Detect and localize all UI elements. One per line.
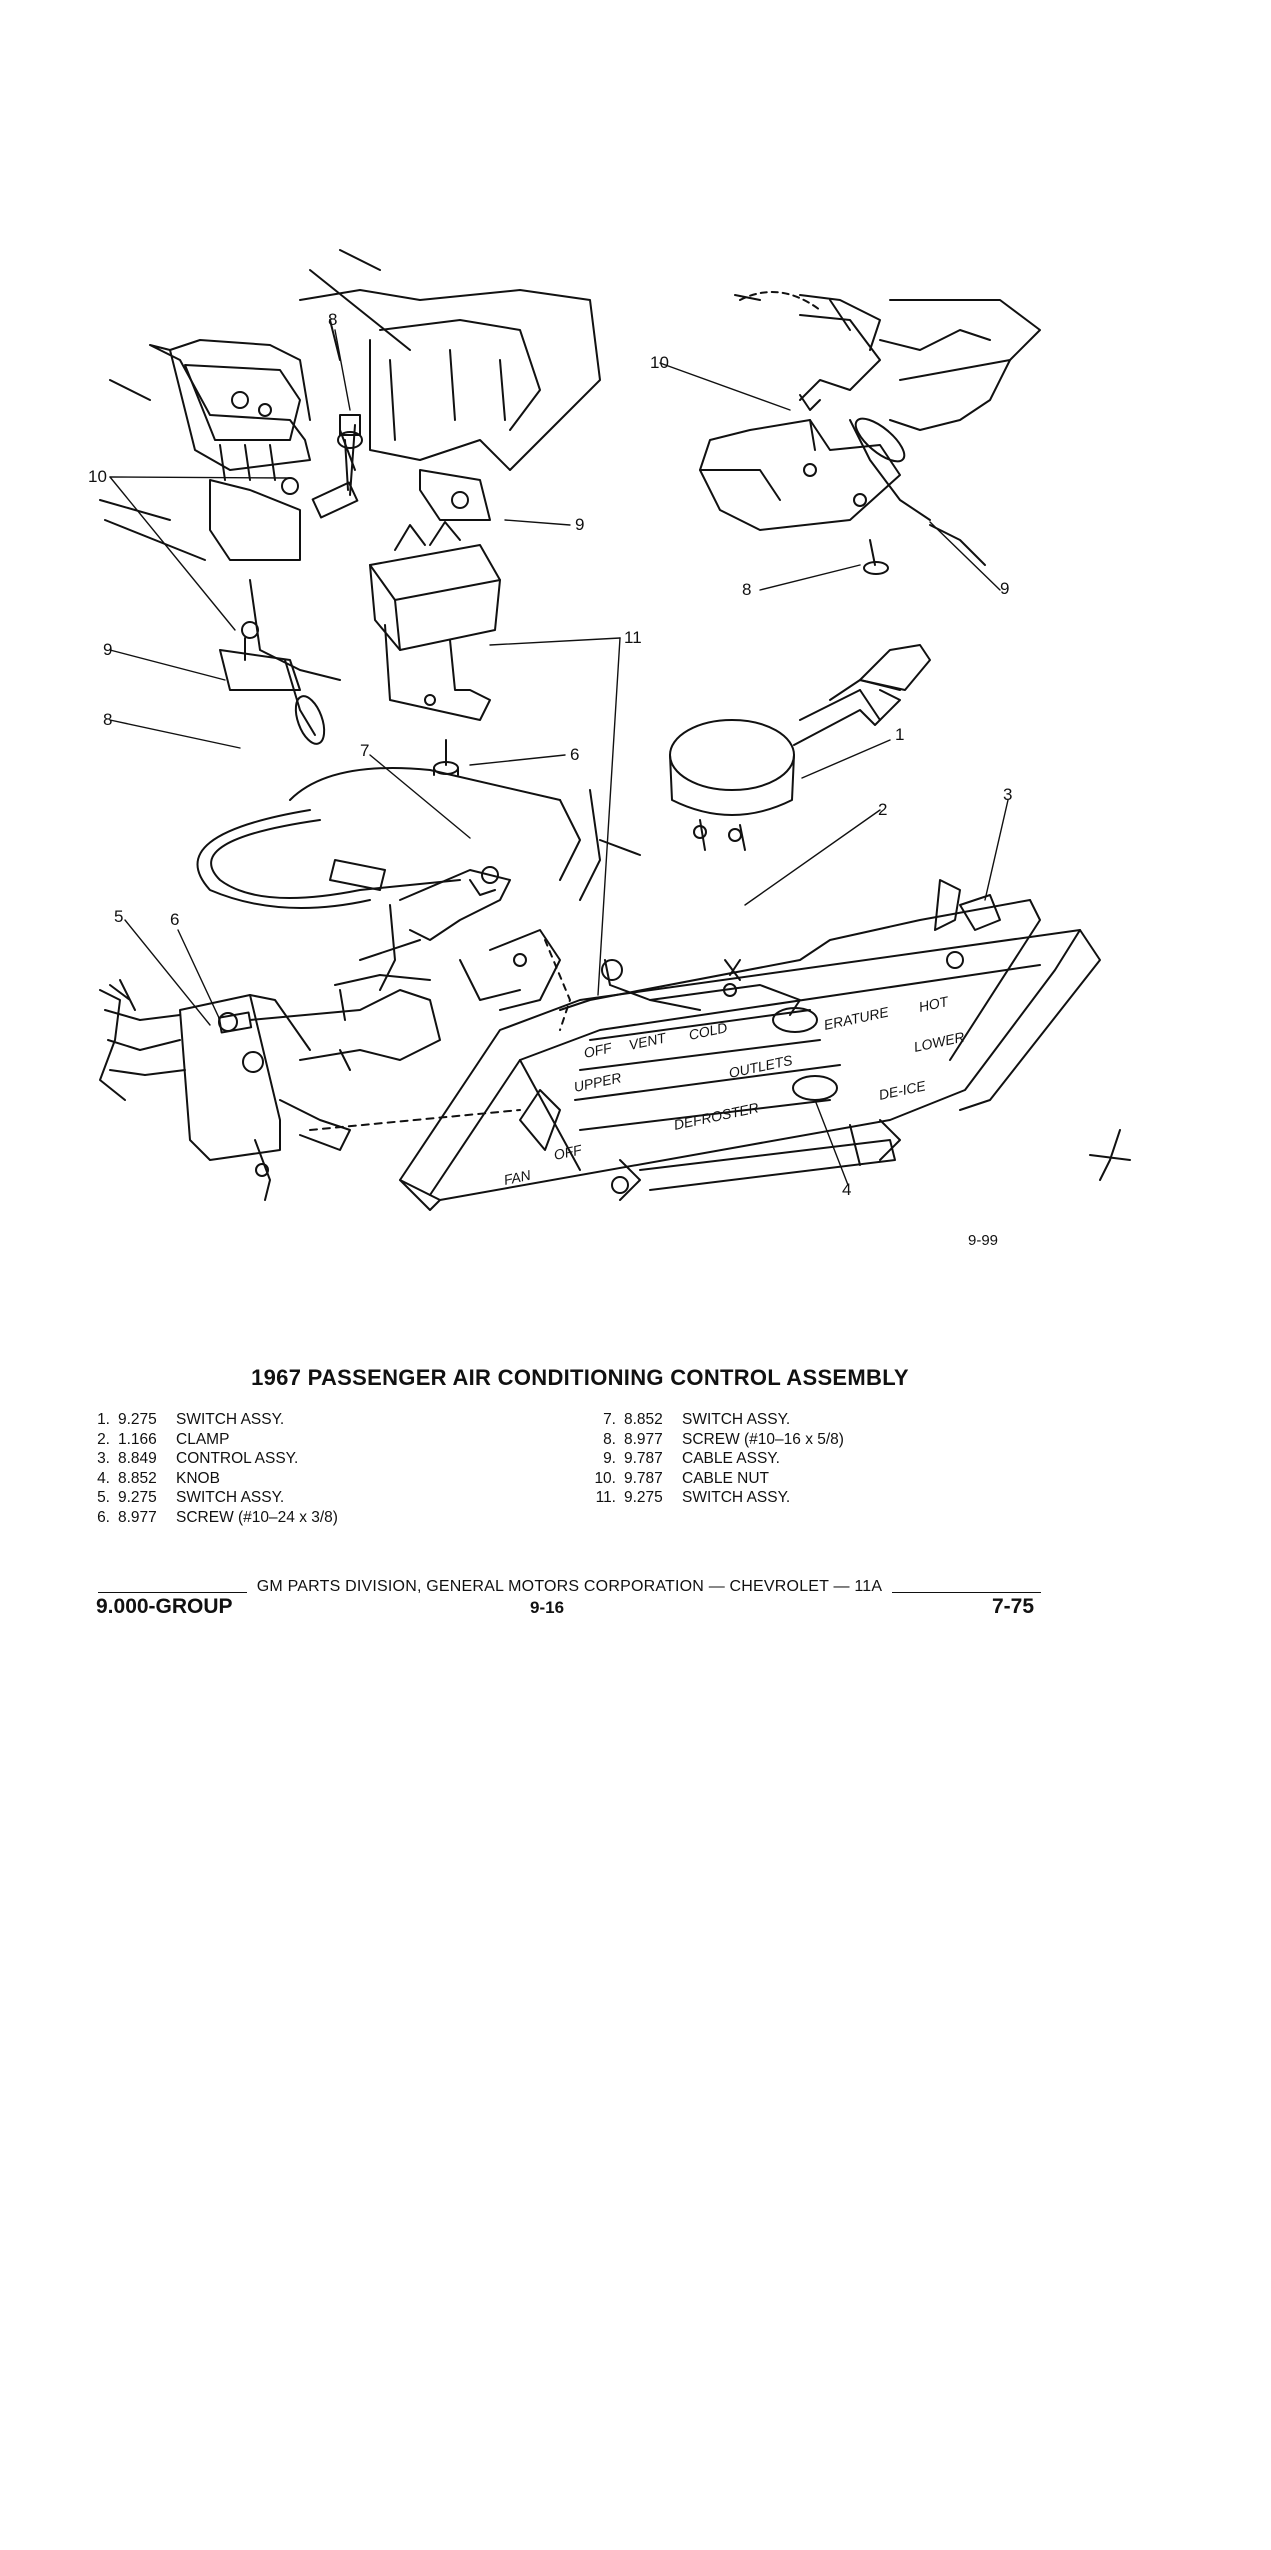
callout-11: 11: [624, 628, 642, 647]
callout-3: 3: [1003, 785, 1012, 804]
callout-4: 4: [842, 1180, 851, 1199]
footer-rule-right: [892, 1591, 1042, 1593]
item-code: 8.977: [118, 1508, 157, 1526]
item-number: 5.: [97, 1489, 110, 1506]
switch-box: [369, 521, 501, 721]
item-code: 9.275: [118, 1489, 157, 1506]
item-code: 8.849: [118, 1450, 157, 1467]
callout-10-right: 10: [650, 353, 669, 372]
item-description: CABLE ASSY.: [682, 1450, 780, 1467]
callout-7: 7: [360, 741, 369, 760]
parts-list-item: 5. 9.275 SWITCH ASSY.: [84, 1488, 338, 1508]
upper-right-assembly: [699, 291, 1041, 575]
parts-list-item: 10. 9.787 CABLE NUT: [590, 1469, 844, 1489]
callout-9-top: 9: [575, 515, 584, 534]
parts-list-item: 2. 1.166 CLAMP: [84, 1430, 338, 1450]
item-number: 10.: [594, 1469, 616, 1487]
item-description: SCREW (#10–24 x 3/8): [176, 1508, 338, 1526]
item-description: CONTROL ASSY.: [176, 1450, 299, 1467]
parts-list-item: 6. 8.977 SCREW (#10–24 x 3/8): [84, 1508, 338, 1528]
footer-rule-left: [98, 1591, 247, 1593]
item-code: 8.852: [118, 1469, 157, 1487]
item-number: 7.: [603, 1411, 616, 1428]
item-code: 8.977: [624, 1430, 663, 1448]
footer-publisher-line: GM PARTS DIVISION, GENERAL MOTORS CORPOR…: [98, 1578, 1042, 1596]
item-code: 9.787: [624, 1450, 663, 1467]
parts-list-item: 1. 9.275 SWITCH ASSY.: [84, 1410, 338, 1430]
control-cables: [196, 767, 641, 909]
item-code: 9.275: [624, 1489, 663, 1506]
panel-label-upper: UPPER: [572, 1069, 623, 1095]
item-number: 2.: [97, 1430, 110, 1448]
panel-label-cold: COLD: [687, 1019, 728, 1043]
round-switch: [669, 644, 931, 851]
parts-list-item: 9. 9.787 CABLE ASSY.: [590, 1449, 844, 1469]
callout-6-left: 6: [170, 910, 179, 929]
item-description: SCREW (#10–16 x 5/8): [682, 1430, 844, 1448]
callout-1: 1: [895, 725, 904, 744]
panel-label-lower: LOWER: [912, 1029, 966, 1055]
parts-list-item: 11. 9.275 SWITCH ASSY.: [590, 1488, 844, 1508]
item-description: CLAMP: [176, 1430, 230, 1448]
callout-numbers: 8 10 9 9 8 11 6 7 10 8 9 1 2 3 5 6 4: [88, 310, 1012, 1199]
item-number: 1.: [97, 1411, 110, 1428]
item-description: SWITCH ASSY.: [176, 1489, 285, 1506]
footer-page-number: 9-16: [530, 1598, 565, 1617]
item-number: 3.: [97, 1450, 110, 1467]
item-number: 11.: [595, 1489, 616, 1506]
footer-group: 9.000-GROUP: [96, 1595, 233, 1618]
item-code: 8.852: [624, 1411, 663, 1428]
page-title: 1967 PASSENGER AIR CONDITIONING CONTROL …: [251, 1365, 909, 1390]
panel-label-hot: HOT: [917, 993, 951, 1015]
panel-label-defroster: DEFROSTER: [672, 1099, 760, 1133]
screw-group: [337, 424, 459, 776]
item-description: KNOB: [176, 1469, 220, 1487]
exploded-view-diagram: 8 10 9 9 8 11 6 7 10 8 9 1 2 3 5 6 4 OFF…: [88, 249, 1131, 1211]
panel-label-outlets: OUTLETS: [727, 1052, 794, 1081]
item-code: 1.166: [118, 1430, 157, 1448]
item-code: 9.787: [624, 1469, 663, 1487]
callout-2: 2: [878, 800, 887, 819]
callout-8-left: 8: [103, 710, 112, 729]
parts-list-item: 7. 8.852 SWITCH ASSY.: [590, 1410, 844, 1430]
upper-left-switch-assembly: [99, 339, 359, 745]
item-description: SWITCH ASSY.: [176, 1411, 285, 1428]
callout-9-right: 9: [1000, 579, 1009, 598]
panel-label-vent: VENT: [627, 1029, 668, 1053]
callout-9-left: 9: [103, 640, 112, 659]
left-side-switch: [99, 866, 1131, 1201]
footer-date-code: 7-75: [992, 1595, 1035, 1618]
parts-list-item: 4. 8.852 KNOB: [84, 1469, 338, 1489]
callout-5: 5: [114, 907, 123, 926]
footer-publisher-text: GM PARTS DIVISION, GENERAL MOTORS CORPOR…: [256, 1578, 883, 1595]
panel-label-de-ice: DE-ICE: [877, 1077, 927, 1103]
control-panel: [399, 899, 1101, 1211]
parts-list-item: 8. 8.977 SCREW (#10–16 x 5/8): [590, 1430, 844, 1450]
item-number: 8.: [603, 1430, 616, 1448]
item-number: 6.: [97, 1508, 110, 1526]
item-number: 4.: [97, 1469, 110, 1487]
item-description: SWITCH ASSY.: [682, 1489, 791, 1506]
callout-8-right: 8: [742, 580, 751, 599]
parts-list-item: 3. 8.849 CONTROL ASSY.: [84, 1449, 338, 1469]
leader-lines: [109, 329, 1009, 1186]
item-code: 9.275: [118, 1411, 157, 1428]
panel-label-fan: FAN: [502, 1166, 533, 1187]
panel-label-off-top: OFF: [582, 1039, 614, 1061]
callout-6-center: 6: [570, 745, 579, 764]
item-number: 9.: [603, 1450, 616, 1467]
panel-label-temperature: ERATURE: [822, 1003, 890, 1032]
figure-reference: 9-99: [968, 1232, 999, 1249]
item-description: CABLE NUT: [682, 1469, 769, 1487]
item-description: SWITCH ASSY.: [682, 1411, 791, 1428]
callout-8-top: 8: [328, 310, 337, 329]
callout-10-left: 10: [88, 467, 107, 486]
panel-label-off-bottom: OFF: [552, 1141, 584, 1163]
